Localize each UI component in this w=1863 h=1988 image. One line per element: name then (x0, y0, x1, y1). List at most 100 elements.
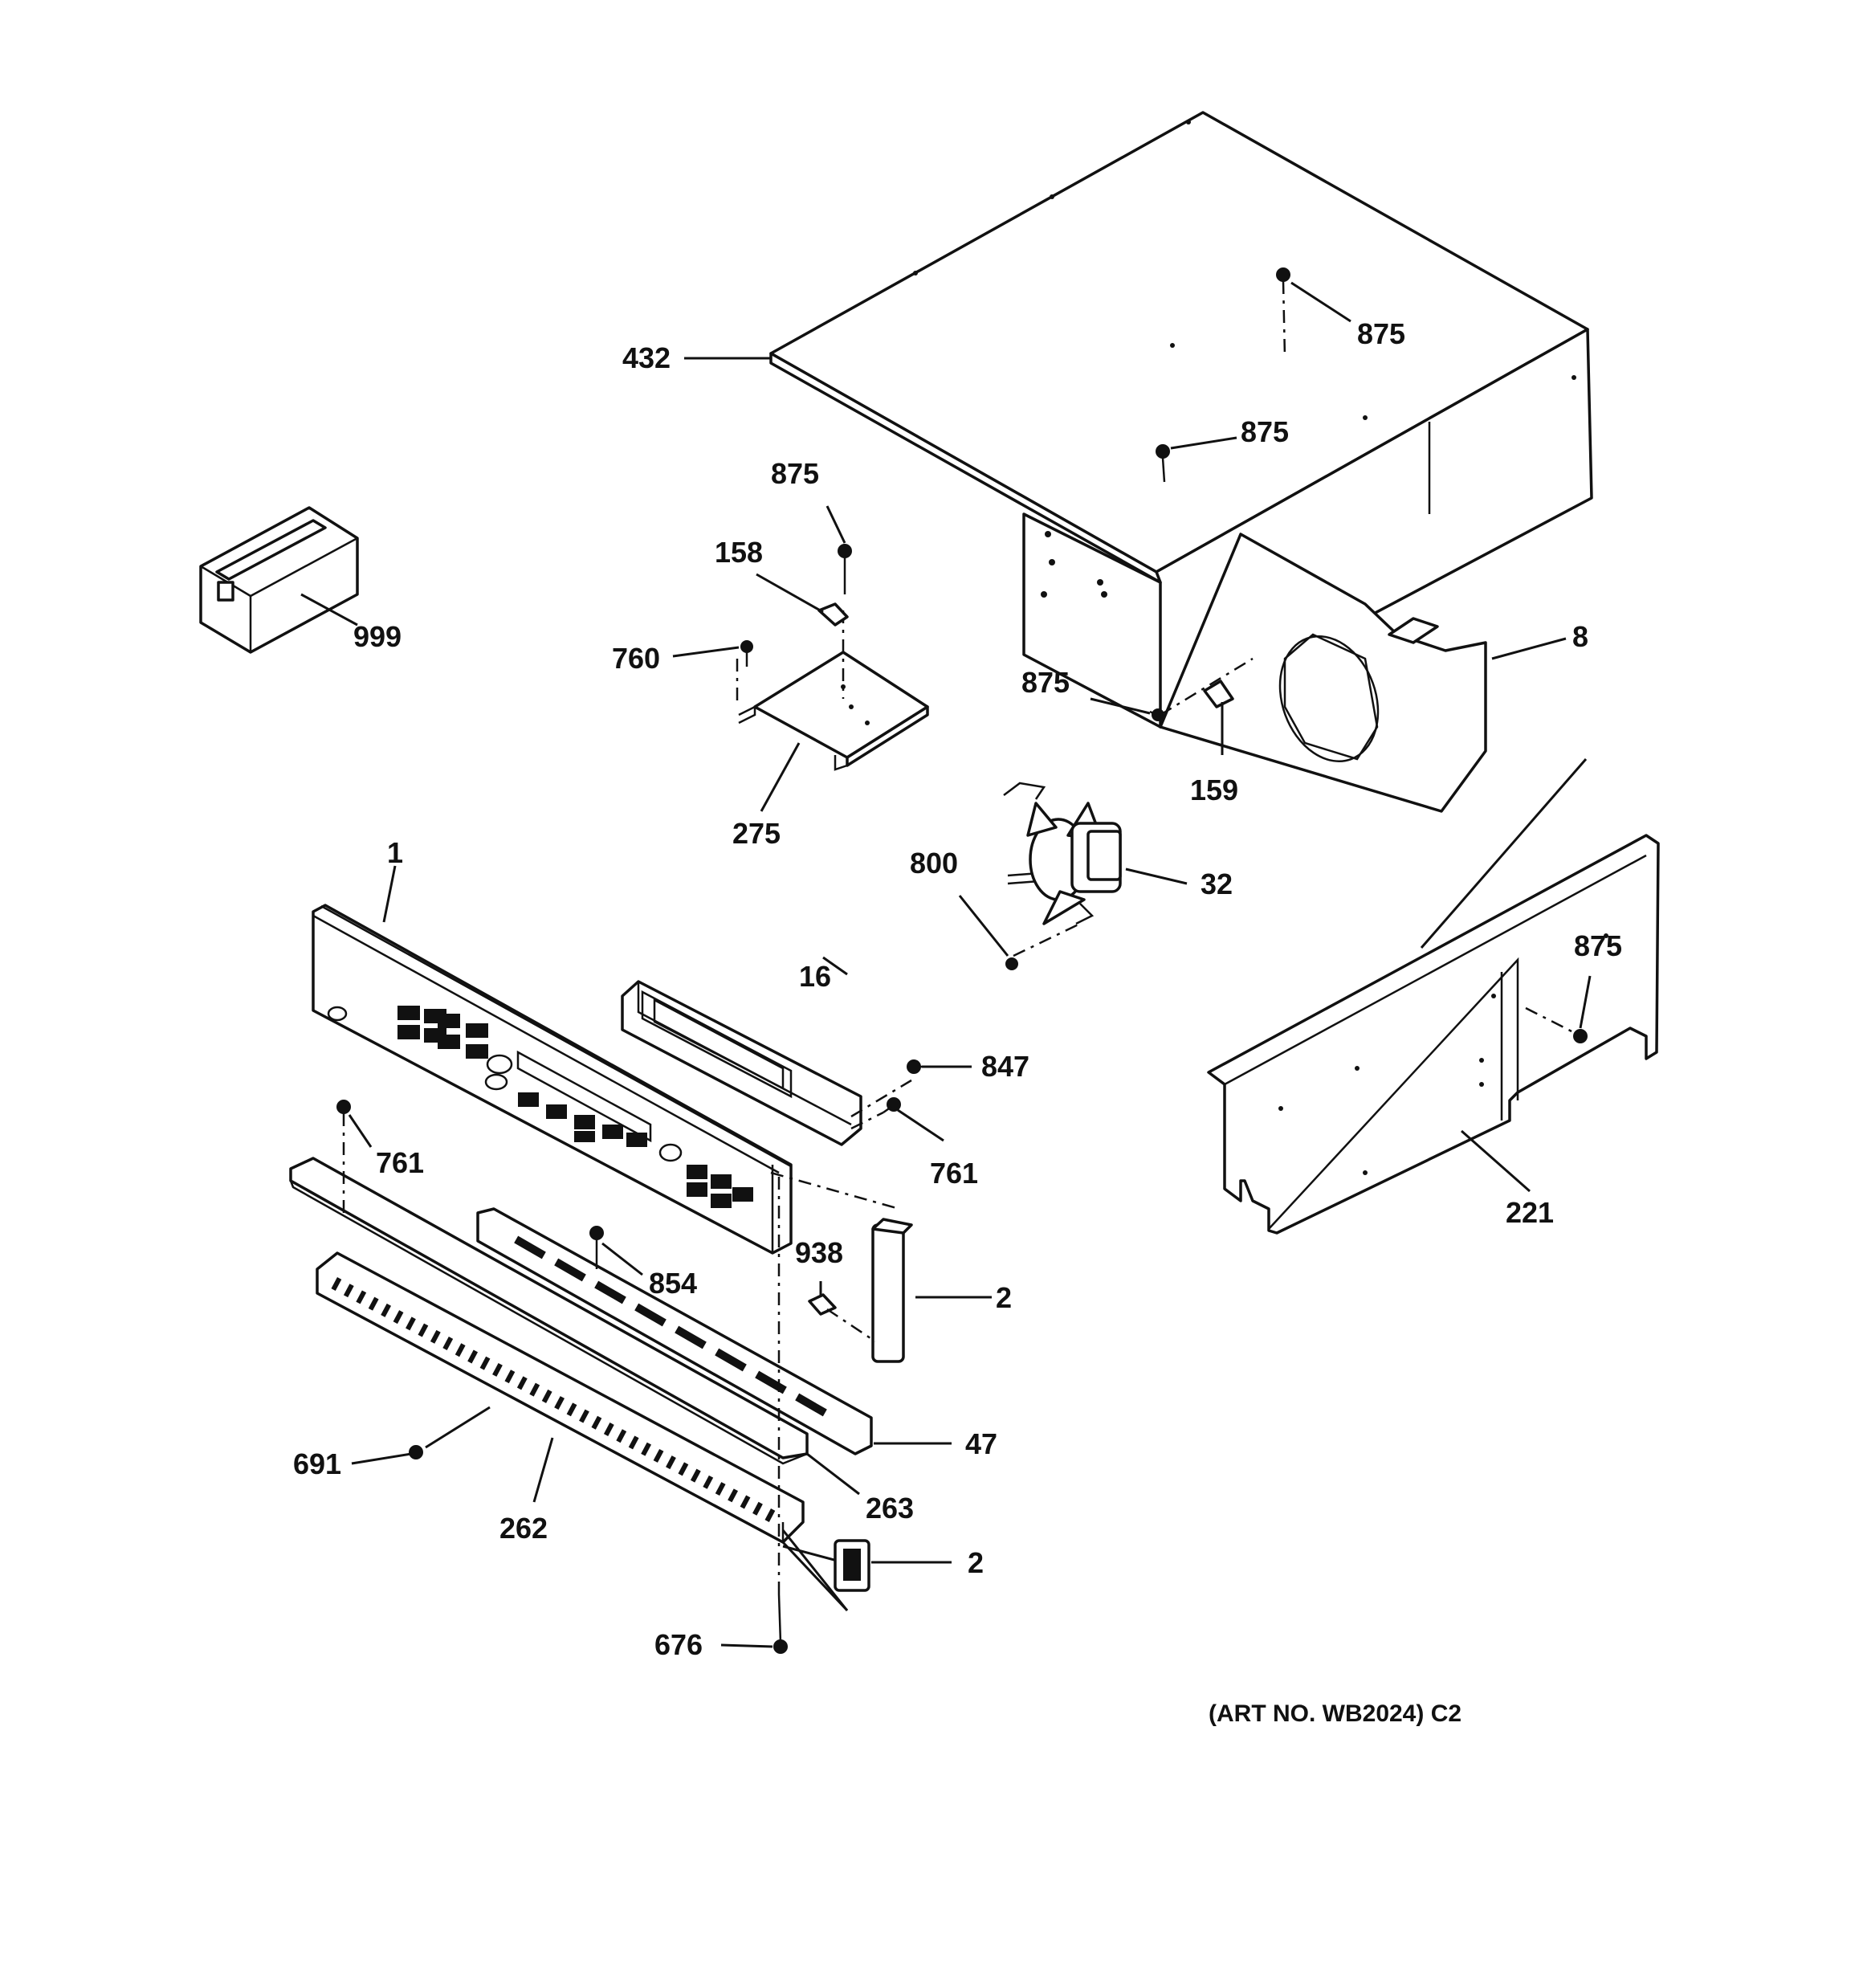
label-2-bottom: 2 (968, 1546, 984, 1579)
label-761-panel: 761 (376, 1146, 424, 1179)
fan-motor (1003, 782, 1122, 957)
label-854: 854 (649, 1267, 697, 1300)
grille-slot (666, 1455, 676, 1470)
screw-761-board (883, 1097, 901, 1114)
grille-slot (616, 1429, 627, 1443)
grille-slot (603, 1423, 614, 1436)
label-999: 999 (353, 620, 402, 653)
clip-nut-938 (808, 1293, 876, 1343)
label-275: 275 (732, 817, 781, 850)
art-number: (ART NO. WB2024) C2 (1209, 1700, 1461, 1727)
grille-slot (467, 1349, 479, 1364)
label-2-top: 2 (996, 1281, 1012, 1314)
grille-slot (740, 1495, 751, 1509)
label-263: 263 (866, 1492, 914, 1525)
grille-slot (541, 1389, 552, 1403)
label-760: 760 (612, 642, 660, 675)
control-buttons-right (687, 1165, 753, 1208)
screw-875-bracket (838, 544, 852, 594)
label-221: 221 (1506, 1196, 1554, 1229)
label-761-board: 761 (930, 1157, 978, 1190)
screw-691 (409, 1445, 423, 1459)
control-buttons-left (397, 1006, 488, 1059)
label-262: 262 (499, 1512, 548, 1545)
label-938: 938 (795, 1236, 843, 1269)
grille-slot (579, 1409, 589, 1423)
screws (336, 267, 1588, 1654)
grille-slot (343, 1284, 354, 1298)
grille-slot (331, 1277, 342, 1291)
grille-slot (368, 1296, 379, 1311)
rear-panel (1022, 512, 1487, 813)
label-1: 1 (387, 836, 403, 869)
label-158: 158 (715, 536, 763, 569)
grille-slot (442, 1337, 454, 1351)
screw-875-clip (1149, 708, 1164, 721)
label-875-top-a: 875 (1357, 317, 1405, 350)
grille-slot (690, 1468, 701, 1483)
grille-slots (331, 1277, 776, 1522)
grille-slot (653, 1448, 664, 1463)
label-8: 8 (1572, 620, 1588, 653)
grille-slot (430, 1329, 441, 1344)
side-panel (1207, 758, 1660, 1235)
label-32: 32 (1201, 867, 1233, 900)
vent-trim (476, 1207, 873, 1455)
grille-slot (566, 1402, 577, 1417)
label-676: 676 (654, 1628, 703, 1661)
vent-grille (316, 1251, 849, 1612)
label-800: 800 (910, 847, 958, 880)
grille-slot (728, 1488, 739, 1503)
grille-slot (418, 1323, 429, 1337)
screw-800 (1005, 957, 1018, 970)
grille-slot (516, 1376, 528, 1390)
package-box (199, 506, 359, 654)
grille-slot (492, 1362, 503, 1377)
label-16: 16 (799, 960, 831, 993)
callout-labels: 432 875 875 875 158 760 275 999 8 875 15… (293, 317, 1622, 1727)
control-panel (312, 904, 793, 1255)
label-875-bracket: 875 (771, 457, 819, 490)
label-875-top-b: 875 (1241, 415, 1289, 448)
grille-slot (504, 1370, 516, 1384)
grille-slot (479, 1356, 491, 1370)
screw-875-top-b (1156, 444, 1170, 483)
leader-lines (300, 281, 1592, 1648)
end-cap-top (770, 1171, 913, 1363)
screw-761-panel (336, 1100, 351, 1213)
clip-159 (1160, 657, 1254, 716)
grille-slot (703, 1475, 714, 1489)
grille-slot (455, 1343, 466, 1357)
vent-trim-slots (514, 1235, 827, 1417)
grille-slot (381, 1303, 392, 1317)
top-cover (769, 111, 1593, 729)
screw-760 (740, 640, 753, 667)
label-847: 847 (981, 1050, 1029, 1083)
screw-875-top-a (1276, 267, 1290, 358)
label-47: 47 (965, 1427, 997, 1460)
label-875-side: 875 (1574, 929, 1622, 962)
label-691: 691 (293, 1447, 341, 1480)
clip-158 (817, 602, 849, 627)
grille-slot (752, 1501, 763, 1516)
screw-676 (773, 1177, 788, 1654)
label-875-clip: 875 (1021, 666, 1070, 699)
grille-slot (406, 1316, 416, 1331)
grille-slot (529, 1382, 540, 1397)
grille-slot (393, 1310, 404, 1325)
screw-875-side (1525, 1006, 1588, 1043)
screw-854 (589, 1226, 604, 1269)
grille-slot (628, 1435, 639, 1450)
grille-slot (356, 1290, 367, 1304)
label-159: 159 (1190, 774, 1238, 806)
mount-bracket (736, 610, 929, 771)
grille-slot (715, 1482, 726, 1496)
label-432: 432 (622, 341, 671, 374)
grille-slot (764, 1508, 776, 1522)
grille-slot (641, 1442, 652, 1456)
grille-slot (678, 1462, 689, 1476)
grille-slot (554, 1396, 565, 1410)
grille-slot (591, 1415, 602, 1430)
control-board (621, 980, 912, 1146)
